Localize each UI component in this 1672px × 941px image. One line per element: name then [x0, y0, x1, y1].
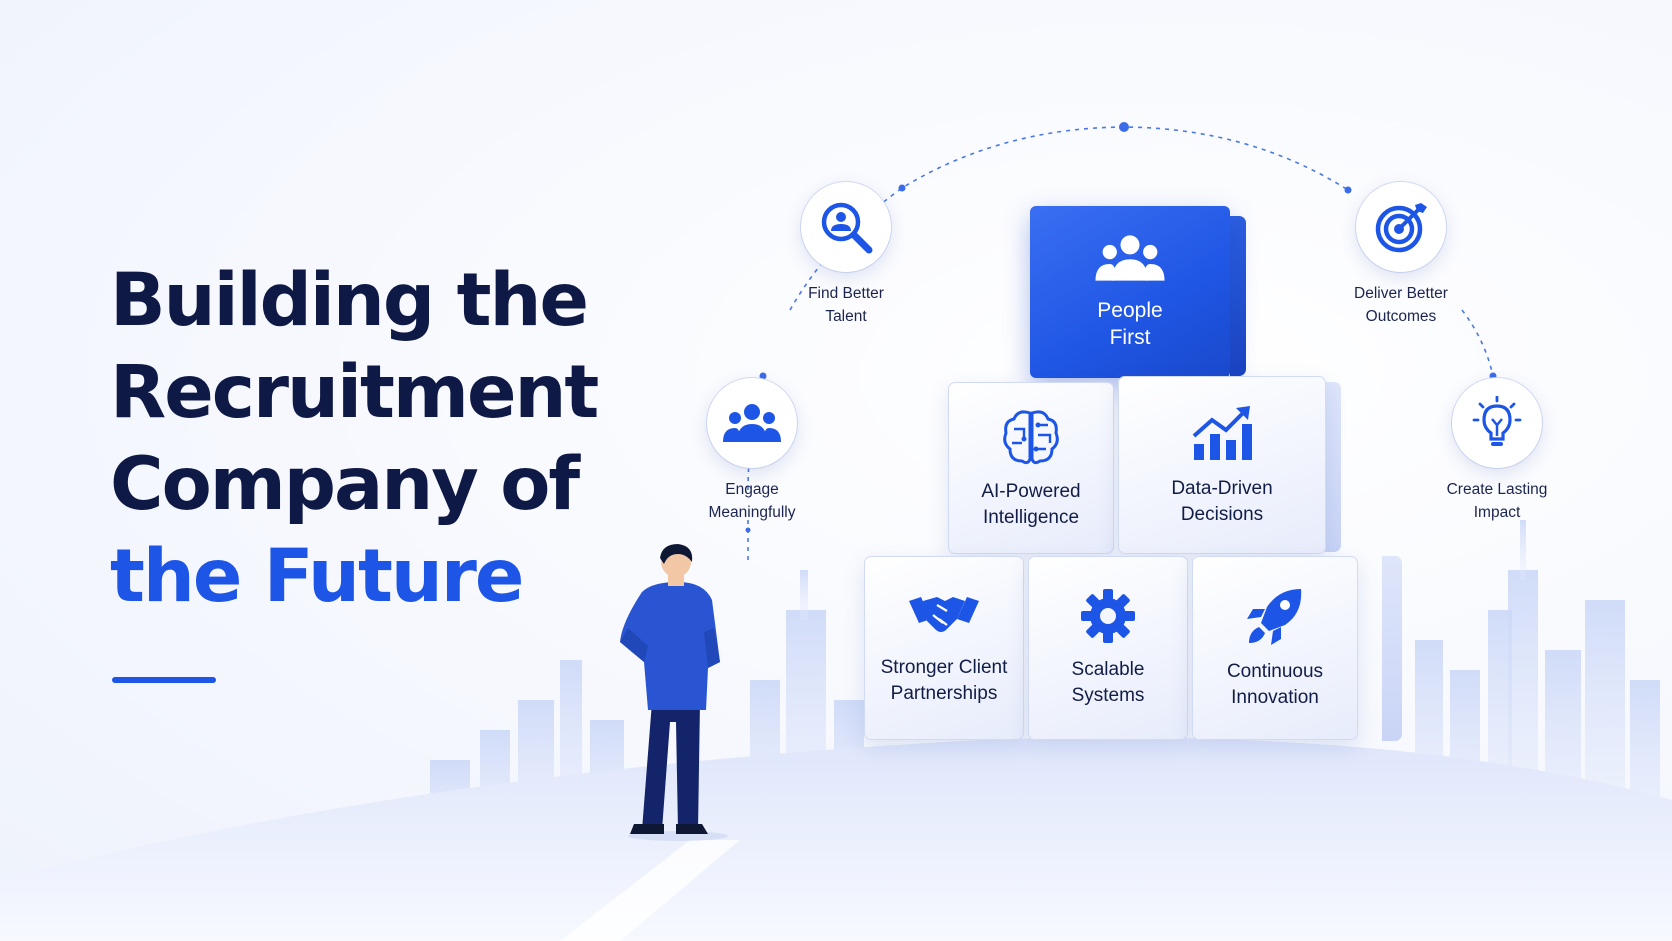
block-label-line: Intelligence [982, 507, 1080, 528]
feature-caption: Engage Meaningfully [682, 478, 822, 524]
block-continuous-innovation: Continuous Innovation [1192, 556, 1358, 740]
feature-engage-meaningfully: Engage Meaningfully [682, 378, 822, 524]
light-path [560, 840, 740, 941]
target-icon [1375, 203, 1427, 253]
block-label-line: Continuous [1226, 661, 1324, 682]
title-line-3: Company of [110, 442, 580, 527]
caption-line: Find Better [808, 285, 884, 302]
block-label-line: Innovation [1231, 687, 1319, 708]
people-group-icon [1095, 235, 1165, 281]
block-label-line: Scalable [1071, 659, 1145, 680]
middle-row-side [1325, 382, 1341, 552]
caption-line: Impact [1473, 504, 1521, 521]
gear-icon [1081, 589, 1135, 643]
lightbulb-icon [1472, 396, 1522, 446]
rocket-icon [1247, 589, 1302, 645]
search-person-icon [821, 202, 873, 254]
feature-deliver-better-outcomes: Deliver Better Outcomes [1331, 182, 1471, 328]
feature-circle [801, 182, 891, 272]
block-label-line: AI-Powered [981, 481, 1081, 502]
block-scalable-systems: Scalable Systems [1028, 556, 1188, 740]
block-stronger-client-partnerships: Stronger Client Partnerships [864, 556, 1024, 740]
block-label: Data-Driven Decisions [1171, 476, 1272, 528]
feature-caption: Create Lasting Impact [1427, 478, 1567, 524]
feature-caption: Deliver Better Outcomes [1331, 282, 1471, 328]
title-line-4: the Future [110, 534, 524, 619]
block-label: AI-Powered Intelligence [981, 479, 1080, 531]
caption-line: Meaningfully [708, 504, 796, 521]
caption-line: Talent [825, 308, 867, 325]
caption-line: Create Lasting [1446, 481, 1548, 498]
brain-icon [1003, 410, 1059, 465]
handshake-icon [909, 597, 979, 632]
block-ai-powered-intelligence: AI-Powered Intelligence [948, 382, 1114, 554]
block-label: Continuous Innovation [1227, 659, 1323, 711]
block-people-first: People First [1030, 206, 1230, 378]
block-label-line: Data-Driven [1171, 478, 1273, 499]
caption-line: Engage [725, 481, 779, 498]
block-label-line: Systems [1071, 685, 1145, 706]
feature-create-lasting-impact: Create Lasting Impact [1427, 378, 1567, 524]
block-label-line: Decisions [1180, 504, 1264, 525]
feature-caption: Find Better Talent [776, 282, 916, 328]
title-underline [112, 677, 216, 683]
title-line-1: Building the [110, 258, 589, 343]
block-label: Scalable Systems [1072, 657, 1145, 709]
feature-circle [707, 378, 797, 468]
page-title: Building the Recruitment Company of the … [110, 255, 599, 623]
block-label-line: Stronger Client [880, 657, 1008, 678]
feature-find-better-talent: Find Better Talent [776, 182, 916, 328]
people-group-icon [723, 404, 781, 442]
caption-line: Outcomes [1365, 308, 1437, 325]
caption-line: Deliver Better [1354, 285, 1448, 302]
hill [0, 737, 1672, 941]
bottom-row-side [1382, 556, 1402, 741]
block-label: People First [1097, 297, 1162, 351]
block-data-driven-decisions: Data-Driven Decisions [1118, 376, 1326, 554]
block-label: Stronger Client Partnerships [881, 655, 1008, 707]
growth-chart-icon [1192, 406, 1252, 460]
title-line-2: Recruitment [110, 350, 599, 435]
block-label-line: First [1109, 326, 1151, 349]
arc-dots [745, 122, 1497, 533]
feature-circle [1452, 378, 1542, 468]
businessman-figure [620, 544, 728, 841]
block-label-line: Partnerships [890, 683, 998, 704]
block-label-line: People [1097, 299, 1163, 322]
feature-circle [1356, 182, 1446, 272]
people-block-side [1230, 216, 1246, 376]
